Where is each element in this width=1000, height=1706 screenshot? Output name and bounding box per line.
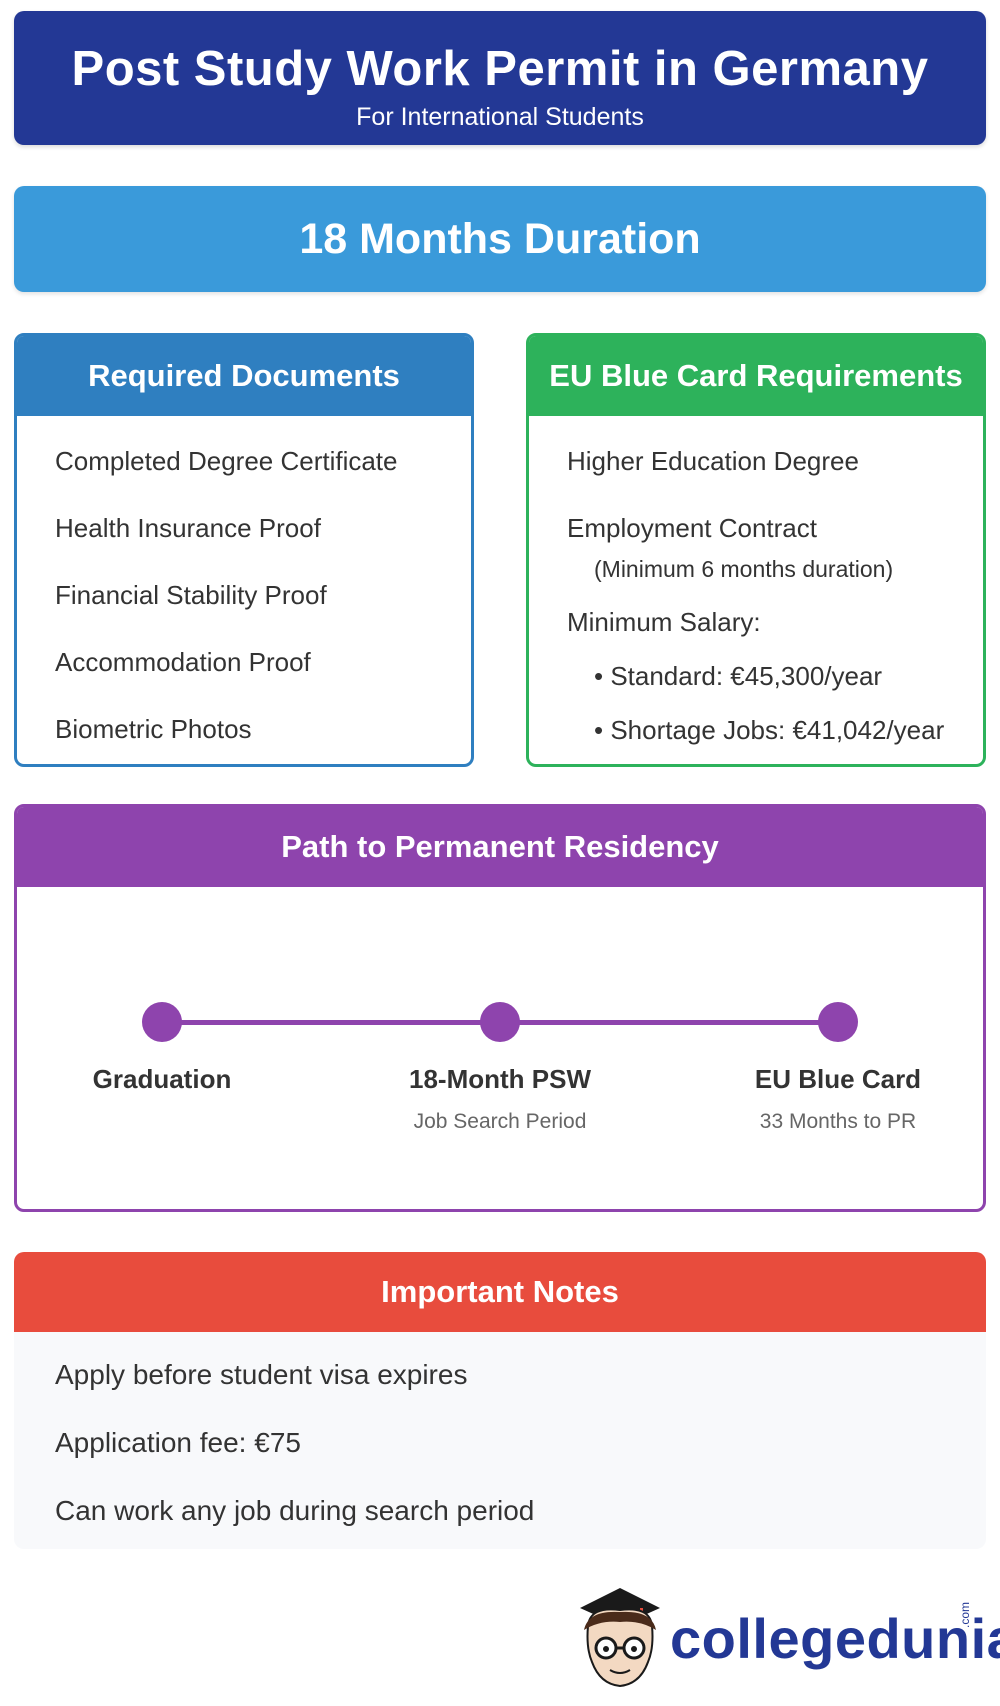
- stage-graduation-title: Graduation: [92, 1064, 232, 1094]
- salary-shortage: • Shortage Jobs: €41,042/year: [594, 715, 945, 745]
- stage-blue-card-sub: 33 Months to PR: [759, 1110, 917, 1133]
- document-item: Accommodation Proof: [55, 647, 311, 677]
- requirement-contract-note: (Minimum 6 months duration): [594, 556, 894, 582]
- stage-psw-title: 18-Month PSW: [409, 1064, 591, 1094]
- document-item: Health Insurance Proof: [55, 513, 321, 543]
- important-notes-body: [14, 1332, 986, 1549]
- timeline-dot: [818, 1002, 858, 1042]
- page-title: Post Study Work Permit in Germany: [71, 42, 929, 96]
- duration-banner: 18 Months Duration: [14, 186, 986, 292]
- brand-suffix: .com: [958, 1601, 972, 1628]
- note-item: Application fee: €75: [55, 1427, 301, 1458]
- requirement-contract: Employment Contract: [567, 513, 817, 543]
- collegedunia-logo: collegedunia .com: [570, 1588, 1000, 1698]
- mascot-icon: [580, 1588, 660, 1688]
- stage-psw-sub: Job Search Period: [413, 1110, 587, 1133]
- note-item: Can work any job during search period: [55, 1495, 535, 1526]
- required-documents-card: Required Documents: [14, 333, 474, 767]
- stage-blue-card-title: EU Blue Card: [754, 1064, 922, 1094]
- blue-card-requirements-title: EU Blue Card Requirements: [529, 336, 983, 416]
- document-item: Completed Degree Certificate: [55, 446, 398, 476]
- timeline-dot: [480, 1002, 520, 1042]
- document-item: Biometric Photos: [55, 714, 252, 744]
- header-banner: Post Study Work Permit in Germany For In…: [14, 11, 986, 145]
- requirement-salary-label: Minimum Salary:: [567, 607, 761, 637]
- salary-standard: • Standard: €45,300/year: [594, 661, 883, 691]
- brand-name: collegedunia: [670, 1607, 1000, 1670]
- document-item: Financial Stability Proof: [55, 580, 327, 610]
- important-notes-title: Important Notes: [14, 1252, 986, 1332]
- timeline-dot: [142, 1002, 182, 1042]
- blue-card-requirements-card: EU Blue Card Requirements: [526, 333, 986, 767]
- path-to-pr-title: Path to Permanent Residency: [17, 807, 983, 887]
- requirement-degree: Higher Education Degree: [567, 446, 859, 476]
- note-item: Apply before student visa expires: [55, 1359, 468, 1390]
- required-documents-title: Required Documents: [17, 336, 471, 416]
- page-subtitle: For International Students: [356, 103, 644, 131]
